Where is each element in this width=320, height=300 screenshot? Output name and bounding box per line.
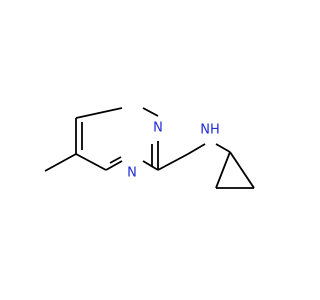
bond-c4-n3 bbox=[105, 160, 123, 171]
bond-c6-c4 bbox=[75, 153, 107, 171]
bond-nh-cyclopropyl bbox=[215, 143, 231, 153]
ring-nitrogen-top: N bbox=[153, 121, 163, 136]
bond-c4-methyl bbox=[44, 153, 77, 172]
molecule-structure: N N NH bbox=[44, 107, 255, 189]
ring-nitrogen-bottom: N bbox=[127, 166, 137, 181]
bond-cyclopropyl-c bbox=[215, 151, 231, 189]
bond-cyclopropyl-a bbox=[229, 151, 255, 189]
bond-c2-ch2 bbox=[157, 153, 189, 171]
bond-c4-n3-inner bbox=[109, 156, 122, 164]
bond-ch2-nh bbox=[187, 143, 206, 155]
amine-nitrogen: NH bbox=[200, 123, 220, 138]
molecule-canvas: N N NH bbox=[44, 107, 255, 189]
bond-n1-c6r bbox=[142, 107, 159, 117]
bond-c6r-c5 bbox=[75, 107, 123, 119]
bond-n3-c2 bbox=[142, 160, 159, 171]
